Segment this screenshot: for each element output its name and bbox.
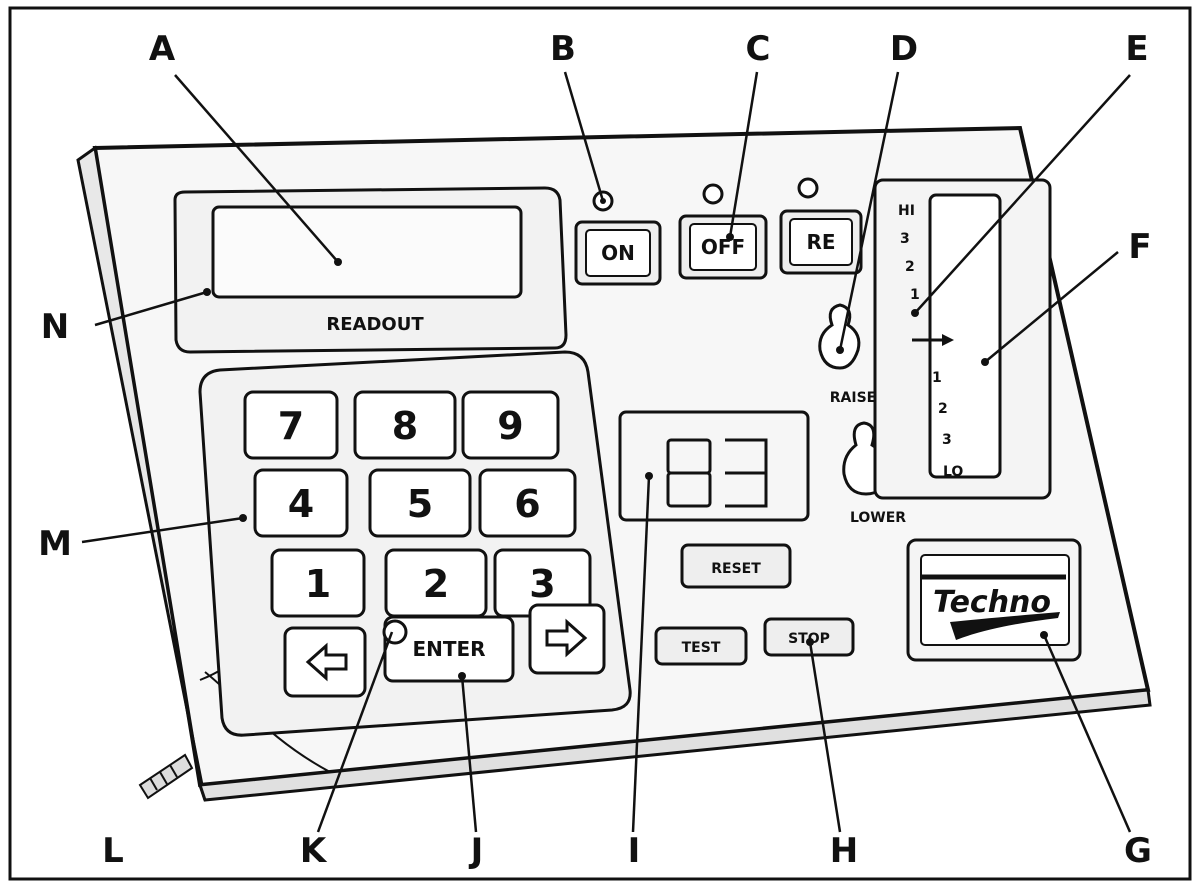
key-4[interactable]: 4 (253, 468, 349, 538)
leader-lines (81, 71, 1132, 833)
power-buttons: ON OFF RE (574, 177, 863, 286)
keypad-module: 7 8 9 4 5 6 1 2 3 ENTER (198, 350, 632, 737)
keypad-keys: 7 8 9 4 5 6 1 2 3 (243, 390, 592, 618)
callout-a: A (149, 29, 176, 69)
key-1[interactable]: 1 (270, 548, 366, 618)
callout-f: F (1128, 227, 1151, 267)
callout-c: C (746, 29, 771, 69)
enter-key-label: ENTER (412, 637, 485, 661)
stop-button[interactable]: STOP (763, 617, 855, 657)
callout-i: I (628, 831, 641, 871)
left-arrow-icon (305, 642, 348, 682)
callout-labels: A B C D E F G H I J K L M N (38, 29, 1152, 871)
readout-screen (211, 205, 523, 299)
key-label: 3 (529, 562, 555, 606)
logo-swoosh (950, 612, 1060, 640)
key-label: 4 (288, 482, 314, 526)
gauge-down2-label: 2 (938, 401, 948, 417)
off-indicator-light (702, 183, 724, 205)
reset-button[interactable]: RESET (680, 543, 792, 589)
off-button[interactable]: OFF (678, 214, 768, 280)
right-arrow-key[interactable] (528, 603, 606, 675)
keypad-indicator-light (382, 619, 408, 645)
callout-m: M (38, 524, 72, 564)
re-button-label: RE (806, 230, 835, 254)
techno-logo: Techno (906, 538, 1082, 662)
key-label: 9 (497, 404, 523, 448)
raise-label: RAISE (830, 390, 876, 406)
test-button-label: TEST (682, 640, 721, 656)
key-5[interactable]: 5 (368, 468, 472, 538)
callout-e: E (1125, 29, 1148, 69)
lower-label: LOWER (850, 510, 906, 526)
callout-n: N (41, 307, 69, 347)
gauge-lo-label: LO (943, 464, 963, 480)
callout-h: H (830, 831, 858, 871)
key-9[interactable]: 9 (461, 390, 560, 460)
key-6[interactable]: 6 (478, 468, 577, 538)
gauge-hi-label: HI (898, 203, 915, 219)
test-button[interactable]: TEST (654, 626, 748, 666)
re-button[interactable]: RE (779, 209, 863, 275)
key-label: 1 (305, 562, 331, 606)
reset-button-label: RESET (711, 561, 761, 577)
raise-knob[interactable] (818, 303, 861, 370)
callout-g: G (1124, 831, 1152, 871)
level-gauge: HI 3 2 1 1 2 3 LO (873, 178, 1052, 500)
key-2[interactable]: 2 (384, 548, 488, 618)
off-button-label: OFF (701, 235, 745, 259)
gauge-down3-label: 3 (942, 432, 952, 448)
logo-text: Techno (933, 585, 1051, 620)
on-button-label: ON (601, 241, 635, 265)
gauge-down1-label: 1 (932, 370, 942, 386)
enter-key[interactable]: ENTER (383, 615, 515, 683)
left-arrow-key[interactable] (283, 626, 367, 698)
readout-module: READOUT (173, 186, 568, 354)
callout-j: J (469, 831, 484, 871)
on-button[interactable]: ON (574, 220, 662, 286)
key-7[interactable]: 7 (243, 390, 339, 460)
figure-border (8, 6, 1192, 881)
gauge-up3-label: 3 (900, 231, 910, 247)
readout-label: READOUT (326, 314, 424, 335)
key-3[interactable]: 3 (493, 548, 592, 618)
key-8[interactable]: 8 (353, 390, 457, 460)
key-label: 5 (407, 482, 433, 526)
gauge-window (928, 193, 1002, 479)
callout-b: B (550, 29, 576, 69)
callout-d: D (890, 29, 918, 69)
gauge-arrow-icon (912, 334, 954, 346)
callout-l: L (102, 831, 124, 871)
cable-connector (138, 753, 194, 800)
key-label: 2 (423, 562, 449, 606)
re-indicator-light (797, 177, 819, 199)
seven-segment-digits (666, 438, 768, 508)
key-label: 6 (514, 482, 540, 526)
callout-k: K (300, 831, 328, 871)
gauge-up2-label: 2 (905, 259, 915, 275)
gauge-up1-label: 1 (910, 287, 920, 303)
leader-dots (203, 233, 1048, 680)
key-label: 7 (278, 404, 304, 448)
right-arrow-icon (545, 618, 588, 658)
key-label: 8 (392, 404, 418, 448)
counter-display: 83 (618, 410, 810, 522)
